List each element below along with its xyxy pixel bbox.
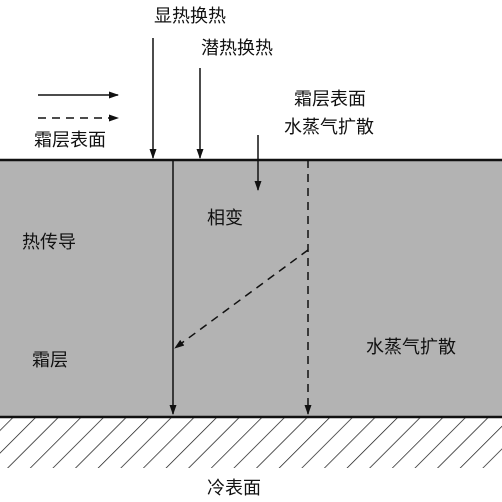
cold-wall-hatch (0, 418, 502, 468)
frost-layer-region (0, 160, 502, 417)
cold-surface-label: 冷表面 (207, 478, 261, 499)
phase-change-label: 相变 (207, 208, 243, 229)
frost-surface-vapor-label-line2: 水蒸气扩散 (284, 117, 374, 138)
frost-layer-label: 霜层 (32, 350, 68, 371)
legend-caption-label: 霜层表面 (34, 130, 106, 151)
vapor-diffusion-label: 水蒸气扩散 (366, 337, 456, 358)
sensible-heat-label: 显热换热 (154, 6, 226, 27)
latent-heat-label: 潜热换热 (201, 38, 273, 59)
heat-conduction-label: 热传导 (22, 232, 76, 253)
frost-surface-vapor-label-line1: 霜层表面 (294, 89, 366, 110)
